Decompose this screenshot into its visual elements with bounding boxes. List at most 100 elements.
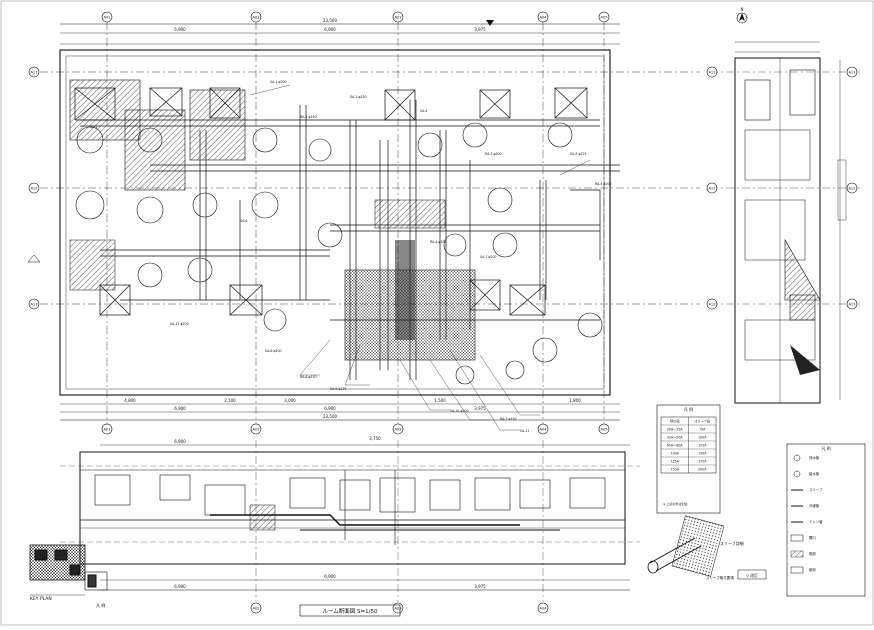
grid-lines-horizontal [40, 71, 700, 305]
section-dim-top: 6,900 [174, 439, 186, 444]
svg-text:SA-5 φ125: SA-5 φ125 [570, 152, 587, 156]
legend-item-label: ドレン管 [809, 519, 823, 524]
axis-bubble-right-1-label: A12 [708, 186, 715, 190]
sleeve-table-cell: 200A [698, 468, 707, 472]
dim-bottom-3: 3,975 [474, 406, 486, 411]
svg-text:RA-2 φ150: RA-2 φ150 [300, 115, 317, 119]
svg-text:SA-8 φ200: SA-8 φ200 [265, 349, 282, 353]
axis-bubble-section-0: A02 [250, 602, 262, 614]
svg-text:RA-5 φ200: RA-5 φ200 [595, 182, 612, 186]
dim-top-3: 3,975 [474, 27, 486, 32]
sleeve-table-header: 呼び径 [670, 419, 680, 424]
legend-box-symbol [790, 534, 804, 542]
section-dim-span: 3,750 [369, 436, 381, 441]
svg-text:SA-4: SA-4 [420, 109, 427, 113]
axis-bubble-bottom-2: A03 [392, 423, 404, 435]
legend-item-label: 給水管 [809, 471, 820, 476]
overall-dim-bottom: 23,500 [323, 414, 337, 419]
section-dim-bottom-2: 6,900 [324, 574, 336, 579]
dim-bottom-1: 6,900 [174, 406, 186, 411]
axis-bubble-bottom-3: A04 [537, 423, 549, 435]
sleeve-detail-label: スリーブ詳細 [720, 540, 744, 546]
axis-bubble-right-1: A12 [706, 182, 718, 194]
sleeve-table-cell: 32A〜50A [667, 436, 683, 440]
dim-top-2: 6,900 [324, 27, 336, 32]
sleeve-table-title: 凡 例 [684, 406, 693, 412]
key-plan-small-label: 凡 例 [96, 602, 105, 608]
legend-item-label: 既設 [809, 551, 816, 556]
revision-mark: ▽ 改訂 [746, 573, 758, 578]
legend-item-label: スリーブ [809, 487, 823, 492]
axis-bubble-section-2-label: A04 [539, 606, 547, 610]
dim-top-1: 6,900 [174, 27, 186, 32]
axis-bubble-left-2: A13 [28, 298, 40, 310]
axis-bubble-top-2-label: A03 [394, 15, 401, 19]
axis-bubble-section-1-label: A03 [394, 606, 401, 610]
axis-bubble-left-1: A12 [28, 182, 40, 194]
axis-bubble-far-right-2-label: A13 [848, 302, 855, 306]
section-dim-bottom-1: 6,900 [174, 584, 186, 589]
axis-bubble-far-right-0: A11 [846, 66, 858, 78]
key-plan-label: KEY PLAN [30, 596, 52, 602]
axis-bubble-left-2-label: A13 [30, 302, 37, 306]
sleeve-table-cell: 100A [671, 452, 680, 456]
axis-bubble-left-0: A11 [28, 66, 40, 78]
dim-bottom-2: 6,900 [324, 406, 336, 411]
axis-bubble-top-3: A04 [537, 11, 549, 23]
axis-bubble-top-4-label: A05 [600, 15, 607, 19]
sleeve-table-cell: 125A [698, 444, 707, 448]
legend-item-label: 排水管 [809, 455, 820, 460]
sleeve-table-cell: 150A [698, 452, 707, 456]
axis-bubble-bottom-0: A01 [101, 423, 113, 435]
axis-bubble-far-right-1: A12 [846, 182, 858, 194]
north-mark: N [741, 7, 744, 12]
svg-text:SA-7 φ200: SA-7 φ200 [480, 255, 497, 259]
axis-bubble-top-0: A01 [101, 11, 113, 23]
side-section [710, 41, 860, 404]
plan-title-box [299, 604, 401, 617]
axis-bubble-bottom-0-label: A01 [103, 427, 110, 431]
svg-text:SA-10 φ200: SA-10 φ200 [450, 409, 469, 413]
dim-sub-4: 1,500 [434, 398, 446, 403]
svg-text:RA-4 φ150: RA-4 φ150 [430, 240, 447, 244]
grid-lines-vertical [106, 22, 605, 425]
axis-bubble-right-2-label: A13 [708, 302, 715, 306]
svg-text:SA-6: SA-6 [240, 219, 247, 223]
diffusers [75, 122, 603, 385]
dim-sub-1: 4,800 [124, 398, 136, 403]
axis-bubble-top-3-label: A04 [539, 15, 547, 19]
key-plan [29, 544, 108, 596]
axis-bubble-bottom-1: A02 [250, 423, 262, 435]
legend-item-label: 冷媒管 [809, 503, 820, 508]
axis-bubble-left-0-label: A11 [30, 70, 37, 74]
svg-text:RA-3 φ200: RA-3 φ200 [485, 152, 502, 156]
legend-circle-symbol [793, 470, 801, 478]
sleeve-table-cell: 65A〜80A [667, 444, 683, 448]
overall-dim-top: 23,500 [323, 18, 337, 23]
legend-circle-symbol [793, 454, 801, 462]
svg-text:RA-6 φ150: RA-6 φ150 [300, 375, 317, 379]
axis-bubble-bottom-1-label: A02 [252, 427, 259, 431]
axis-bubble-section-1: A03 [392, 602, 404, 614]
legend-item-label: 新設 [809, 567, 816, 572]
svg-text:SA-12 φ200: SA-12 φ200 [170, 322, 189, 326]
legend-box-symbol [790, 566, 804, 574]
section-arrow-icon [27, 20, 494, 263]
axis-bubble-top-1-label: A02 [252, 15, 259, 19]
svg-text:SA-9 φ125: SA-9 φ125 [330, 387, 347, 391]
svg-text:SA-1 φ200: SA-1 φ200 [270, 80, 287, 84]
dim-sub-5: 1,800 [569, 398, 581, 403]
axis-bubble-far-right-1-label: A12 [848, 186, 855, 190]
sleeve-detail [647, 515, 725, 577]
bottom-section [60, 440, 640, 602]
axis-bubble-far-right-2: A13 [846, 298, 858, 310]
svg-text:SA-3 φ150: SA-3 φ150 [350, 95, 367, 99]
sleeve-detail-caption: スリーブ取付要領 [706, 575, 734, 580]
section-dim-bottom-3: 3,975 [474, 584, 486, 589]
